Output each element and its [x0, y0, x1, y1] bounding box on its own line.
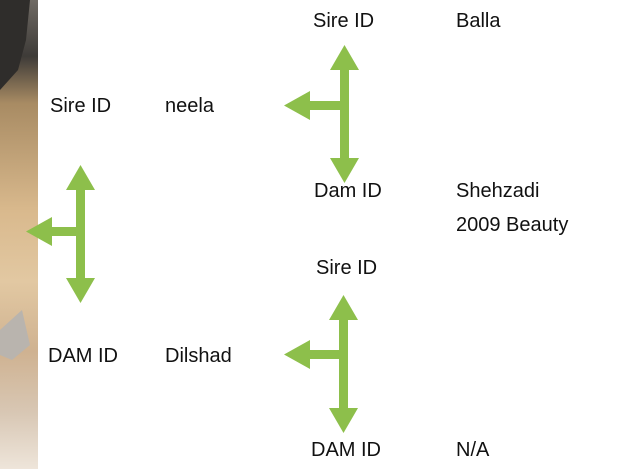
maternal-granddam-label: DAM ID — [311, 439, 381, 461]
paternal-granddam-value-line1: Shehzadi — [456, 180, 540, 202]
paternal-grandsire-label: Sire ID — [313, 10, 375, 32]
parents-connector — [26, 165, 95, 303]
sire-label: Sire ID — [50, 95, 112, 117]
paternal-granddam-label: Dam ID — [314, 180, 382, 202]
maternal-grandsire-label: Sire ID — [316, 257, 378, 279]
paternal-granddam-value-line2: 2009 Beauty — [456, 214, 569, 236]
sire-value: neela — [165, 95, 214, 117]
paternal-grandsire-value: Balla — [456, 10, 501, 32]
dam-value: Dilshad — [165, 345, 232, 367]
maternal-granddam-value: N/A — [456, 439, 490, 461]
paternal-connector — [284, 45, 359, 183]
dam-label: DAM ID — [48, 345, 118, 367]
maternal-connector — [284, 295, 358, 433]
